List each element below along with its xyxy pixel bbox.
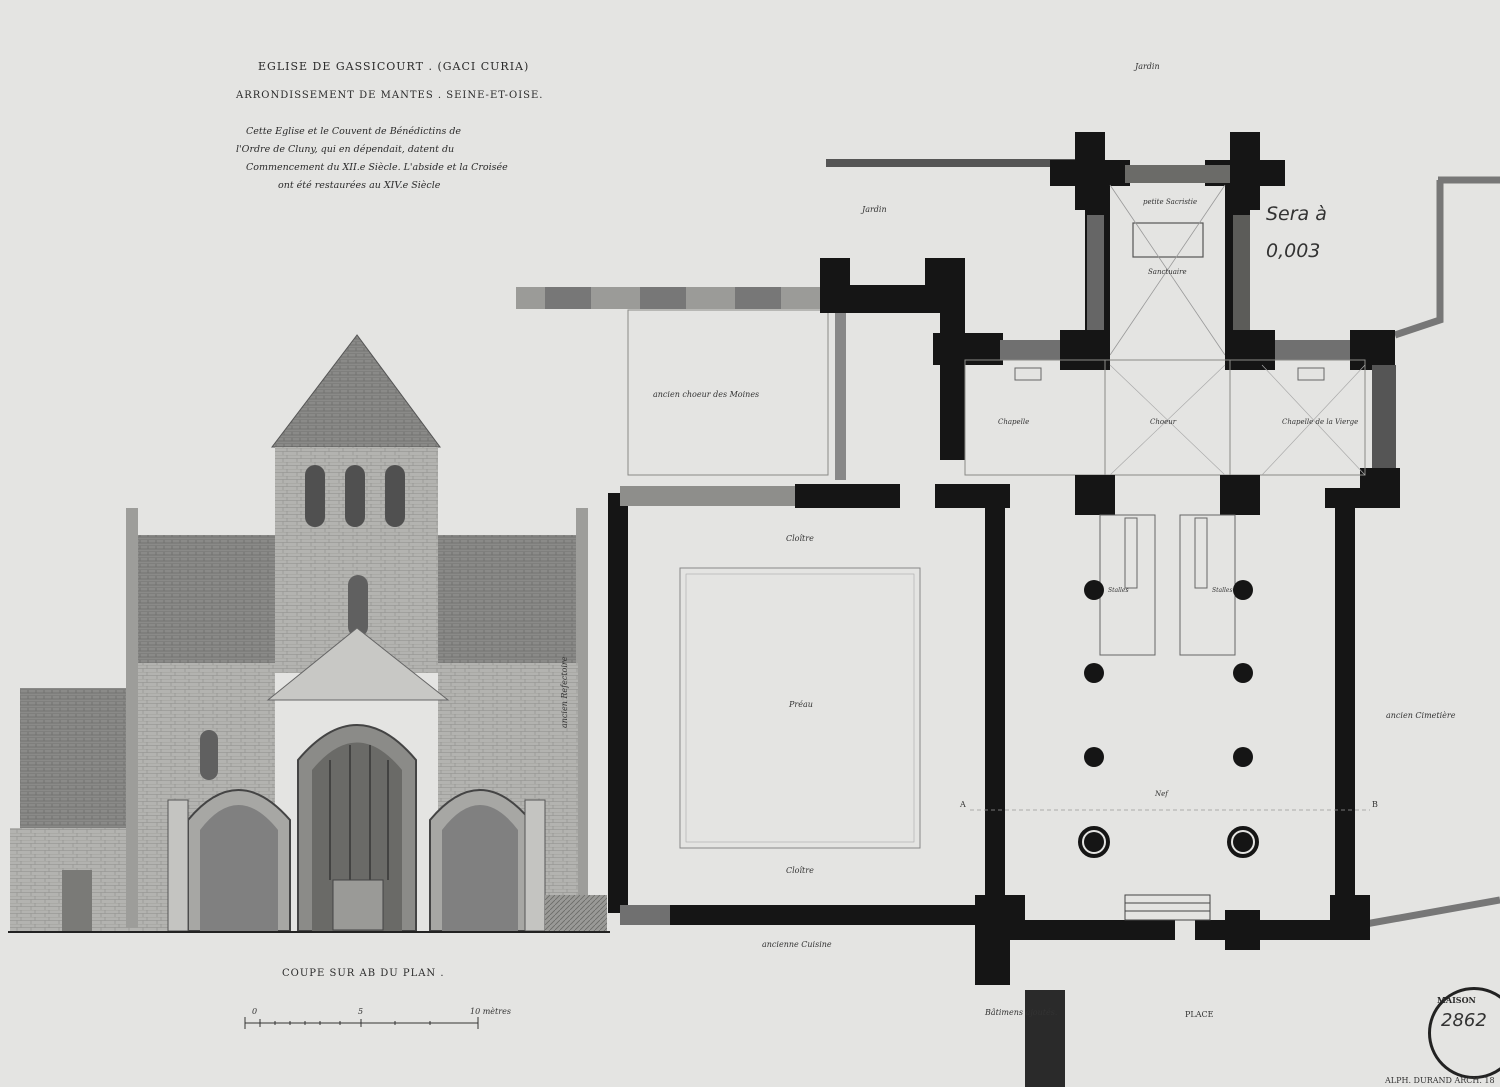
label-ancien-choeur: ancien choeur des Moines (653, 390, 760, 399)
floor-plan (516, 132, 1500, 1087)
label-cloitre-bottom: Cloître (786, 866, 814, 875)
architect-signature: ALPH. DURAND ARCH. 18 (1385, 1076, 1495, 1085)
label-sanctuaire: Sanctuaire (1148, 268, 1187, 276)
section-caption: COUPE SUR AB DU PLAN . (282, 968, 445, 979)
scale-label-0: 0 (252, 1007, 258, 1016)
label-stalles-right: Stalles (1212, 587, 1233, 594)
description-line-1: Cette Eglise et le Couvent de Bénédictin… (246, 126, 462, 137)
label-point-b: B (1372, 800, 1378, 809)
stamp-number: 2862 (1441, 1010, 1487, 1031)
archive-stamp: MAISON 2862 (1428, 987, 1500, 1079)
title-line-1: EGLISE DE GASSICOURT . (GACI CURIA) (258, 60, 530, 73)
label-batiments: Bâtimens ajoutés. (985, 1008, 1058, 1017)
label-point-a: A (960, 800, 966, 809)
label-jardin-top: Jardin (1135, 62, 1160, 71)
label-ancien-cimetiere: ancien Cimetière (1386, 711, 1456, 720)
label-nef: Nef (1155, 790, 1168, 798)
label-preau: Préau (789, 700, 813, 709)
stamp-text: MAISON (1437, 995, 1476, 1005)
handwritten-note-line-1: Sera à (1266, 203, 1327, 225)
scale-bar (244, 1017, 479, 1029)
label-cloitre-top: Cloître (786, 534, 814, 543)
section-elevation (8, 334, 610, 933)
description-line-4: ont été restaurées au XIV.e Siècle (278, 180, 441, 191)
description-line-3: Commencement du XII.e Siècle. L'abside e… (246, 162, 508, 173)
title-line-2: ARRONDISSEMENT DE MANTES . SEINE-ET-OISE… (236, 90, 544, 101)
scale-label-10: 10 mètres (470, 1007, 511, 1016)
label-choeur: Choeur (1150, 418, 1177, 426)
label-jardin-left: Jardin (862, 205, 887, 214)
label-chapelle: Chapelle (998, 418, 1030, 426)
label-ancienne-cuisine: ancienne Cuisine (762, 940, 832, 949)
scale-label-5: 5 (358, 1007, 364, 1016)
label-stalles-left: Stalles (1108, 587, 1129, 594)
description-line-2: l'Ordre de Cluny, qui en dépendait, date… (236, 144, 455, 155)
handwritten-note-line-2: 0,003 (1266, 240, 1321, 262)
label-ancien-refectoire: ancien Refectoire (560, 656, 569, 728)
label-chapelle-vierge: Chapelle de la Vierge (1282, 418, 1359, 426)
label-place: PLACE (1185, 1010, 1214, 1019)
label-petite-sacristie: petite Sacristie (1143, 198, 1198, 206)
